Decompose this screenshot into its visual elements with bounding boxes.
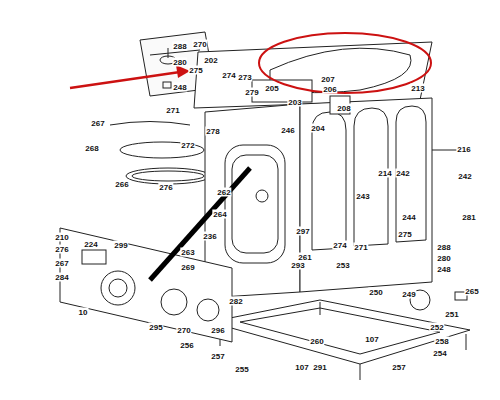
control-knob (101, 271, 135, 305)
side-opening (312, 112, 346, 250)
callout-number: 297 (295, 227, 310, 236)
callout-number: 213 (410, 84, 425, 93)
callout-number: 253 (335, 261, 350, 270)
callout-number: 107 (294, 363, 309, 372)
callout-number: 284 (54, 273, 69, 282)
switch-part (256, 190, 268, 202)
cabinet-side (300, 98, 432, 292)
base-frame (210, 300, 470, 364)
door-opening (225, 145, 285, 263)
inset-spacer (163, 82, 171, 88)
top-panel (194, 42, 432, 108)
callout-number: 254 (432, 349, 447, 358)
callout-number: 257 (391, 363, 406, 372)
callout-number: 236 (202, 232, 217, 241)
callout-number: 288 (172, 42, 187, 51)
control-knob-inner (109, 279, 127, 297)
callout-number: 224 (83, 240, 98, 249)
callout-number: 293 (290, 261, 305, 270)
callout-number: 204 (310, 124, 325, 133)
callout-number: 242 (395, 169, 410, 178)
callout-number: 274 (332, 241, 347, 250)
callout-number: 276 (158, 183, 173, 192)
callout-number: 242 (457, 172, 472, 181)
callout-number: 265 (464, 287, 479, 296)
callout-number: 244 (401, 213, 416, 222)
callout-number: 216 (456, 145, 471, 154)
callout-number: 248 (436, 265, 451, 274)
callout-number: 273 (237, 73, 252, 82)
callout-number: 271 (165, 106, 180, 115)
callout-number: 249 (401, 290, 416, 299)
callout-number: 282 (228, 297, 243, 306)
callout-number: 279 (244, 88, 259, 97)
callout-number: 268 (84, 144, 99, 153)
callout-number: 10 (78, 308, 89, 317)
callout-number: 264 (212, 210, 227, 219)
control-knob (197, 299, 219, 321)
callout-number: 275 (188, 66, 203, 75)
callout-number: 255 (234, 365, 249, 374)
callout-number: 107 (364, 335, 379, 344)
door-opening-inner (232, 155, 278, 253)
callout-number: 251 (444, 310, 459, 319)
callout-number: 260 (309, 337, 324, 346)
callout-number: 267 (90, 119, 105, 128)
callout-number: 250 (368, 288, 383, 297)
callout-number: 257 (210, 352, 225, 361)
callout-number: 203 (287, 98, 302, 107)
control-knob (161, 289, 187, 315)
callout-number: 270 (176, 326, 191, 335)
callout-number: 270 (192, 40, 207, 49)
callout-number: 267 (54, 259, 69, 268)
side-opening (396, 106, 426, 242)
highlight-arrow (70, 72, 180, 88)
leveling-feet (220, 302, 466, 380)
callout-number: 276 (54, 245, 69, 254)
inset-bolt (168, 48, 169, 58)
control-panel (60, 228, 232, 342)
callout-number: 208 (336, 104, 351, 113)
callout-number: 263 (180, 248, 195, 257)
callout-number: 274 (221, 71, 236, 80)
callout-number: 258 (434, 337, 449, 346)
callout-number: 275 (397, 230, 412, 239)
callout-number: 207 (320, 75, 335, 84)
highlight-ellipse (259, 33, 431, 93)
callout-number: 262 (216, 188, 231, 197)
callout-number: 269 (180, 263, 195, 272)
callout-number: 278 (205, 127, 220, 136)
callout-number: 280 (436, 254, 451, 263)
callout-number: 288 (436, 243, 451, 252)
callout-number: 246 (280, 126, 295, 135)
callout-number: 280 (172, 58, 187, 67)
wire-harness (110, 122, 190, 126)
callout-number: 243 (355, 192, 370, 201)
callout-number: 281 (461, 213, 476, 222)
callout-number: 299 (113, 241, 128, 250)
callout-number: 214 (377, 169, 392, 178)
callout-number: 252 (429, 323, 444, 332)
display-module (82, 250, 106, 264)
base-inner (240, 308, 440, 354)
callout-number: 205 (264, 84, 279, 93)
callout-number: 266 (114, 180, 129, 189)
pointer-bar (150, 168, 250, 280)
callout-number: 272 (180, 141, 195, 150)
callout-number: 256 (179, 341, 194, 350)
inset-edge (150, 50, 200, 55)
callout-number: 296 (210, 326, 225, 335)
callout-number: 248 (172, 83, 187, 92)
hose-ring (132, 171, 204, 181)
callout-number: 202 (203, 56, 218, 65)
callout-number: 206 (322, 85, 337, 94)
callout-number: 210 (54, 233, 69, 242)
callout-number: 291 (312, 363, 327, 372)
callout-number: 295 (148, 323, 163, 332)
side-bracket (432, 150, 458, 151)
callout-number: 271 (353, 243, 368, 252)
